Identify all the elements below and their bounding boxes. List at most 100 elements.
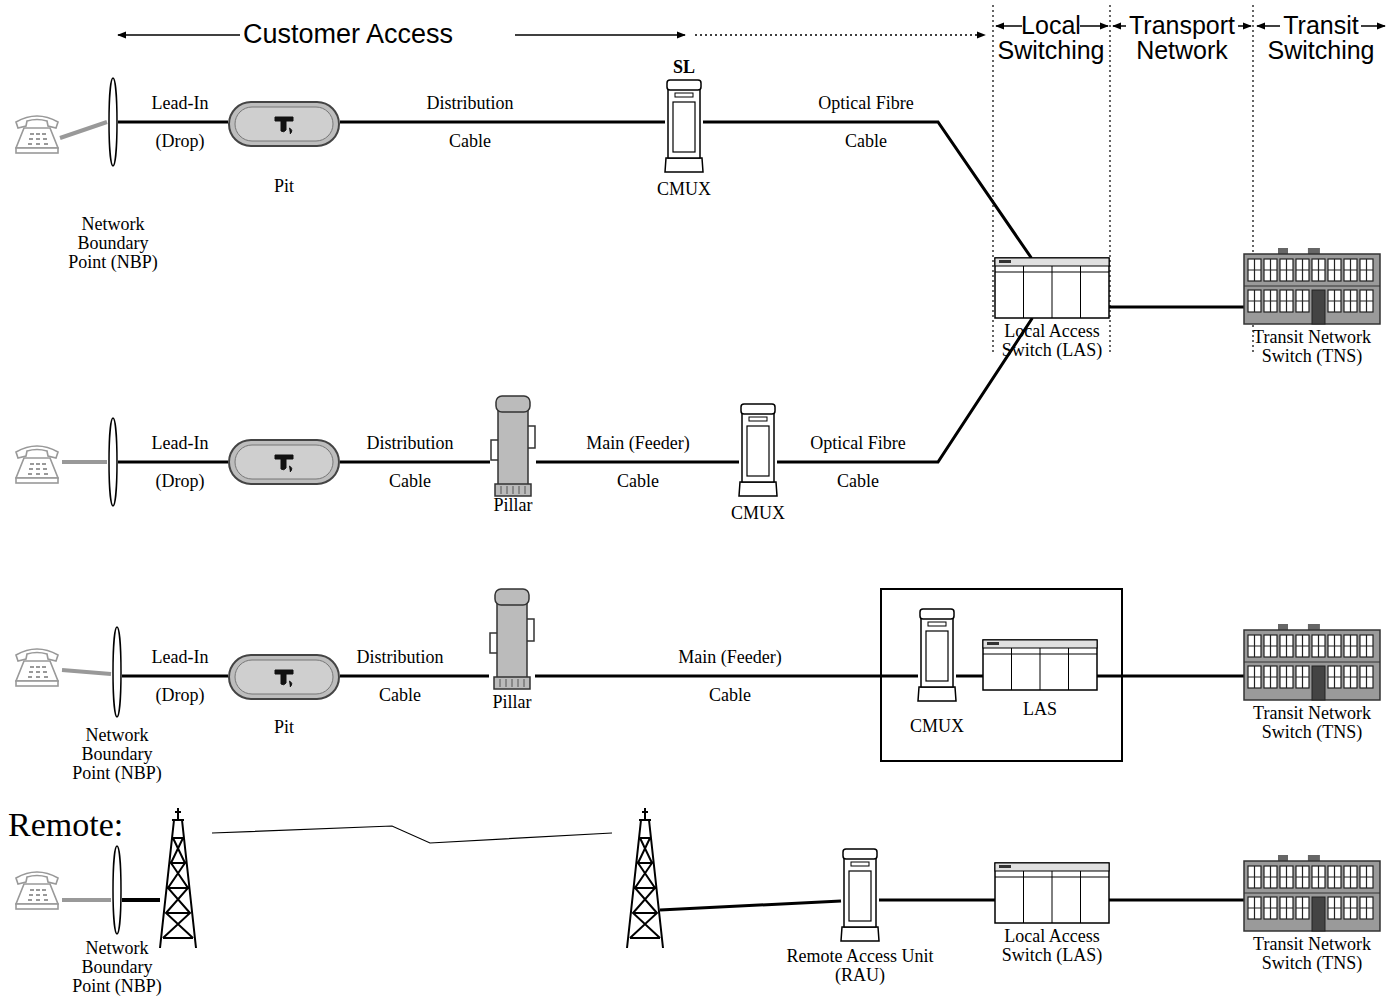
span-arrow	[1080, 25, 1108, 27]
span-arrow	[1361, 25, 1385, 27]
transit-switch: Transit Network Switch (TNS)	[1244, 248, 1380, 366]
node-label: Network Boundary Point (NBP)	[62, 726, 172, 783]
cable-line	[118, 461, 228, 464]
boundary-point-icon	[112, 626, 122, 718]
cabinet-unit: CMUX	[718, 404, 798, 523]
node-label: Local Access Switch (LAS)	[985, 927, 1120, 965]
cable-label: Main (Feeder) Cable	[578, 424, 698, 500]
access-switch-icon	[995, 258, 1109, 318]
node-label: Network Boundary Point (NBP)	[62, 939, 172, 996]
cable-line	[122, 675, 228, 678]
cabinet-unit-icon	[841, 849, 879, 941]
node-label: Pillar	[478, 496, 548, 515]
boundary-point-icon	[108, 77, 118, 167]
transit-switch: Transit Network Switch (TNS)	[1244, 624, 1380, 742]
cable-line	[956, 675, 983, 678]
node-label: CMUX	[644, 180, 724, 199]
access-switch: LAS	[983, 640, 1097, 719]
cable-pit-icon	[228, 439, 340, 485]
node-label: Pit	[254, 177, 314, 196]
cable-line	[1109, 306, 1244, 309]
section-heading: Transit Switching	[1262, 13, 1380, 63]
cable-line	[340, 675, 489, 678]
cable-label: Distribution Cable	[415, 84, 525, 160]
cable-line	[1109, 899, 1244, 902]
node-label: Pillar	[477, 693, 547, 712]
boundary-point-icon	[112, 845, 122, 935]
divider-line	[992, 5, 993, 355]
cable-pit: Pit	[228, 101, 340, 196]
span-arrow	[1113, 25, 1126, 27]
telephone-icon	[16, 872, 58, 909]
cable-line	[1097, 675, 1244, 678]
node-label: LAS	[1010, 700, 1070, 719]
cable-label: Lead-In (Drop)	[140, 638, 220, 714]
cable-label: Distribution Cable	[345, 638, 455, 714]
tag-label: SL	[644, 58, 724, 77]
cable-line	[879, 899, 995, 902]
cable-line	[118, 121, 228, 124]
node-label: CMUX	[902, 717, 972, 736]
transit-switch: Transit Network Switch (TNS)	[1244, 855, 1380, 973]
node-label: Transit Network Switch (TNS)	[1244, 704, 1380, 742]
span-arrow	[996, 25, 1022, 27]
transit-switch-icon	[1244, 248, 1380, 324]
cable-label: Lead-In (Drop)	[140, 84, 220, 160]
tower-feed	[660, 901, 841, 910]
node-label: CMUX	[718, 504, 798, 523]
cabinet-unit-icon	[665, 80, 703, 172]
transit-switch-icon	[1244, 855, 1380, 931]
phone-cord	[62, 460, 107, 464]
cable-pillar: Pillar	[478, 396, 548, 515]
node-label: Transit Network Switch (TNS)	[1244, 328, 1380, 366]
telephone-icon	[16, 649, 58, 686]
span-arrow	[695, 34, 985, 36]
node-label: Local Access Switch (LAS)	[985, 322, 1120, 360]
boundary-point	[108, 417, 118, 507]
phone-cord	[60, 122, 107, 138]
access-switch: Local Access Switch (LAS)	[985, 863, 1120, 965]
phone-cord	[62, 670, 111, 674]
cabinet-unit-icon	[918, 609, 956, 701]
transit-switch-icon	[1244, 624, 1380, 700]
boundary-point: Network Boundary Point (NBP)	[62, 845, 172, 996]
span-arrow	[1238, 25, 1251, 27]
cable-pit: Pit	[228, 654, 340, 737]
section-heading: Local Switching	[995, 13, 1107, 63]
span-arrow	[1257, 25, 1280, 27]
access-switch-icon	[995, 863, 1109, 923]
node-label: Remote Access Unit (RAU)	[765, 947, 955, 985]
cable-label: Optical Fibre Cable	[798, 424, 918, 500]
cable-pillar-icon	[490, 396, 536, 496]
cable-pit	[228, 439, 340, 485]
cabinet-unit: SL CMUX	[644, 58, 724, 199]
cable-line	[535, 675, 918, 678]
tower-lead	[122, 898, 160, 902]
exchange-box: CMUX LAS	[880, 588, 1123, 762]
radio-link	[122, 808, 841, 948]
node-label: Network Boundary Point (NBP)	[58, 215, 168, 272]
telephones	[16, 116, 58, 909]
cable-line	[340, 461, 490, 464]
cable-label: Distribution Cable	[355, 424, 465, 500]
telephone-icon	[16, 116, 58, 153]
cable-label: Main (Feeder) Cable	[670, 638, 790, 714]
cable-line	[536, 461, 739, 464]
cable-pillar: Pillar	[477, 589, 547, 712]
span-arrow	[515, 34, 685, 36]
cable-pit-icon	[228, 654, 340, 700]
cable-line	[340, 121, 665, 124]
access-switch-icon	[983, 640, 1097, 690]
cable-pillar-icon	[489, 589, 535, 689]
node-label: Pit	[254, 718, 314, 737]
boundary-point-icon	[108, 417, 118, 507]
boundary-point: Network Boundary Point (NBP)	[58, 77, 168, 272]
span-arrow	[118, 34, 240, 36]
phone-cord	[62, 898, 111, 902]
cabinet-unit-icon	[739, 404, 777, 496]
radio-path	[212, 826, 612, 843]
access-switch: Local Access Switch (LAS)	[985, 258, 1120, 360]
cabinet-unit: CMUX	[902, 609, 972, 736]
section-heading: Customer Access	[218, 21, 478, 48]
cable-label: Optical Fibre Cable	[806, 84, 926, 160]
